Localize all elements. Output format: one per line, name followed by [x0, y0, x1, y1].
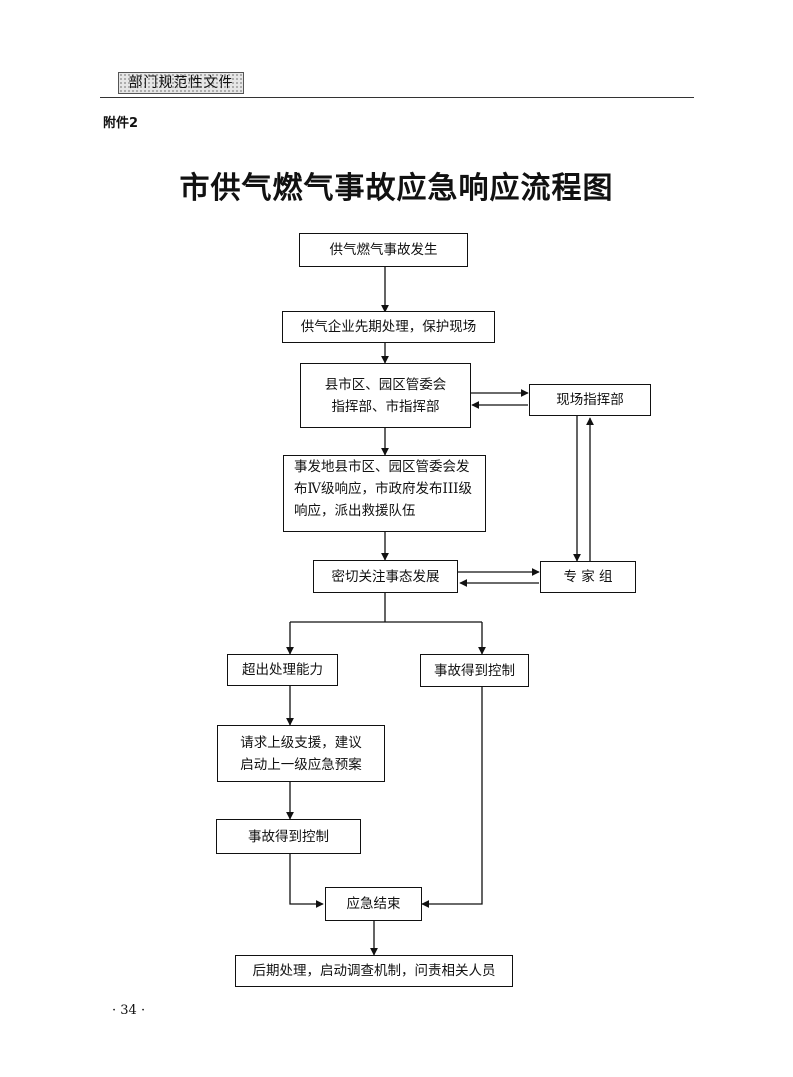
node-label-line3: 响应，派出救援队伍: [294, 503, 416, 519]
node-accident-occurs: 供气燃气事故发生: [299, 233, 468, 267]
node-aftermath: 后期处理，启动调查机制，问责相关人员: [235, 955, 513, 987]
node-label: 供气燃气事故发生: [329, 242, 438, 258]
node-label: 应急结束: [346, 896, 401, 912]
attachment-label: 附件2: [103, 116, 139, 131]
node-command-hq: 县市区、园区管委会 指挥部、市指挥部: [300, 363, 471, 428]
node-label-line2: 布Ⅳ级响应，市政府发布III级: [294, 481, 472, 497]
node-controlled-left: 事故得到控制: [216, 819, 361, 854]
header-divider: [100, 97, 694, 98]
node-controlled-right: 事故得到控制: [420, 654, 529, 687]
node-label-line2: 启动上一级应急预案: [240, 756, 362, 773]
node-label-line2: 指挥部、市指挥部: [331, 398, 440, 415]
arrow-controlled-right-to-end: [421, 686, 483, 908]
node-label: 供气企业先期处理，保护现场: [300, 319, 477, 335]
page-number: · 34 ·: [112, 1003, 146, 1018]
node-label-line1: 县市区、园区管委会: [324, 376, 447, 393]
node-response-level: 事发地县市区、园区管委会发 布Ⅳ级响应，市政府发布III级 响应，派出救援队伍: [283, 455, 486, 532]
node-response-end: 应急结束: [325, 887, 422, 921]
node-label: 专 家 组: [563, 569, 613, 585]
page-title: 市供气燃气事故应急响应流程图: [179, 171, 614, 206]
node-expert-group: 专 家 组: [540, 561, 636, 593]
node-label: 后期处理，启动调查机制，问责相关人员: [252, 963, 496, 979]
node-label-line1: 请求上级支援，建议: [240, 734, 362, 751]
node-request-support: 请求上级支援，建议 启动上一级应急预案: [217, 725, 385, 782]
node-beyond-capacity: 超出处理能力: [227, 654, 338, 686]
arrow-controlled-left-to-end: [289, 854, 324, 908]
node-initial-handling: 供气企业先期处理，保护现场: [282, 311, 495, 343]
category-tag: 部门规范性文件: [118, 72, 244, 94]
node-label: 现场指挥部: [556, 392, 624, 408]
node-label-line1: 事发地县市区、园区管委会发: [294, 459, 470, 475]
node-label: 密切关注事态发展: [331, 568, 440, 585]
node-label: 超出处理能力: [242, 662, 323, 678]
node-label: 事故得到控制: [434, 662, 515, 679]
node-label: 事故得到控制: [248, 828, 329, 845]
node-onsite-hq: 现场指挥部: [529, 384, 651, 416]
node-monitor-situation: 密切关注事态发展: [313, 560, 458, 593]
